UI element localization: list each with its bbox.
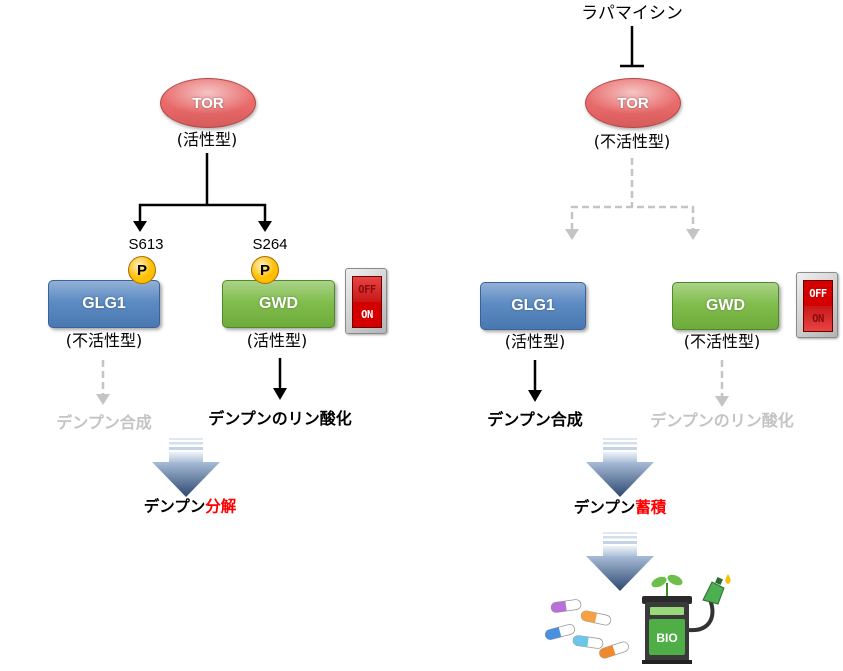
left-glg1-node: GLG1 bbox=[48, 280, 160, 328]
nozzle-icon bbox=[702, 581, 725, 605]
left-gwd-output-arrowhead bbox=[273, 388, 287, 400]
right-gwd-node: GWD bbox=[672, 282, 779, 330]
left-glg1-label: GLG1 bbox=[82, 295, 126, 312]
capsule-purple bbox=[550, 599, 582, 613]
switch-on-label: ON bbox=[804, 306, 832, 331]
inhibitor-label: ラパマイシン bbox=[581, 3, 683, 24]
applications-illustration: BIO bbox=[544, 574, 731, 664]
left-gwd-label: GWD bbox=[258, 295, 299, 312]
left-glg1-arrowhead bbox=[133, 221, 147, 232]
right-glg1-node: GLG1 bbox=[480, 282, 586, 330]
capsule-orange bbox=[580, 610, 612, 626]
biofuel-pump-icon: BIO bbox=[642, 574, 731, 664]
right-glg1-label: GLG1 bbox=[511, 297, 555, 314]
capsule-blue bbox=[544, 624, 576, 640]
right-switch-icon: OFF ON bbox=[796, 272, 838, 338]
switch-off-label: OFF bbox=[804, 281, 832, 306]
fuel-drop-icon bbox=[725, 574, 731, 584]
left-result-prefix: デンプン bbox=[143, 497, 206, 516]
right-gwd-output: デンプンのリン酸化 bbox=[650, 411, 794, 431]
right-gwd-state: (不活性型) bbox=[683, 332, 761, 352]
right-tor-branch bbox=[570, 205, 695, 230]
left-result-label: デンプン分解 bbox=[144, 498, 237, 515]
right-glg1-output: デンプン合成 bbox=[487, 410, 583, 430]
hose bbox=[686, 598, 715, 633]
bio-label: BIO bbox=[656, 631, 677, 645]
switch-off-label: OFF bbox=[353, 277, 381, 302]
left-gwd-node: GWD bbox=[222, 280, 335, 328]
left-tor-node: TOR bbox=[160, 78, 256, 128]
left-glg1-state: (不活性型) bbox=[65, 331, 143, 351]
left-tor-state: (活性型) bbox=[176, 130, 238, 150]
left-tor-label: TOR bbox=[192, 94, 224, 112]
right-result-arrow bbox=[586, 438, 654, 497]
right-result-prefix: デンプン bbox=[573, 498, 636, 517]
right-gwd-label: GWD bbox=[705, 297, 746, 314]
left-gwd-output: デンプンのリン酸化 bbox=[208, 409, 352, 429]
right-result-emphasis: 蓄積 bbox=[635, 498, 667, 517]
left-glg1-site: S613 bbox=[128, 235, 164, 253]
right-glg1-output-arrowhead bbox=[528, 390, 542, 402]
right-glg1-state: (活性型) bbox=[504, 332, 566, 352]
capsule-orange-2 bbox=[599, 641, 629, 659]
switch-on-label: ON bbox=[353, 302, 381, 327]
phospho-label: P bbox=[136, 261, 147, 279]
phospho-label: P bbox=[259, 261, 270, 279]
right-tor-label: TOR bbox=[617, 94, 649, 112]
right-gwd-output-arrowhead bbox=[715, 396, 729, 407]
switch-plate: OFF ON bbox=[352, 276, 382, 328]
left-gwd-phospho-badge: P bbox=[251, 256, 279, 284]
left-gwd-state: (活性型) bbox=[246, 331, 308, 351]
left-result-emphasis: 分解 bbox=[205, 497, 237, 516]
left-glg1-phospho-badge: P bbox=[128, 256, 156, 284]
leaf-icon bbox=[667, 574, 683, 586]
left-switch-icon: OFF ON bbox=[345, 268, 387, 334]
left-gwd-arrowhead bbox=[258, 221, 272, 232]
pump-base bbox=[642, 660, 692, 664]
right-glg1-arrowhead bbox=[565, 229, 579, 240]
right-result-label: デンプン蓄積 bbox=[574, 499, 667, 516]
switch-plate: OFF ON bbox=[803, 280, 833, 332]
right-tor-state: (不活性型) bbox=[593, 132, 671, 152]
capsules-icon bbox=[544, 599, 629, 659]
right-gwd-arrowhead bbox=[686, 229, 700, 240]
left-glg1-output-arrowhead bbox=[96, 394, 110, 405]
left-glg1-output: デンプン合成 bbox=[56, 413, 152, 433]
left-gwd-site: S264 bbox=[252, 235, 288, 253]
bio-sign bbox=[649, 619, 685, 655]
leaf-icon bbox=[651, 576, 667, 588]
left-tor-branch bbox=[138, 203, 267, 223]
pump-display bbox=[650, 607, 684, 615]
capsule-cyan bbox=[572, 635, 604, 649]
right-tor-node: TOR bbox=[585, 78, 681, 128]
left-result-arrow bbox=[152, 438, 220, 497]
